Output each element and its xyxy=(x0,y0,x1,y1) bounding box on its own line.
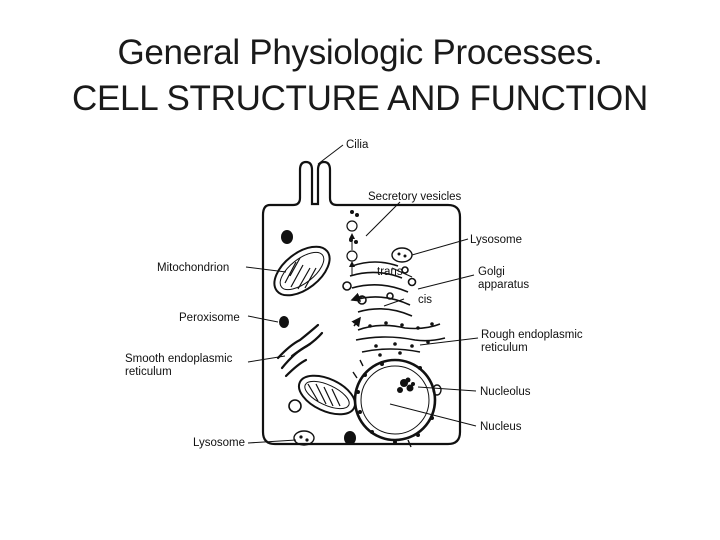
rough-er-organelle xyxy=(355,321,446,357)
golgi-organelle xyxy=(342,261,417,328)
cell-membrane xyxy=(261,160,462,446)
label-lysosome-top: Lysosome xyxy=(470,234,522,246)
lysosome-bottom-organelle xyxy=(293,430,315,446)
label-smooth-er-line2: reticulum xyxy=(125,366,172,378)
label-smooth-er-line1: Smooth endoplasmic xyxy=(125,353,233,365)
label-trans: trans xyxy=(377,266,403,278)
label-lysosome-bottom: Lysosome xyxy=(193,437,245,449)
title-line-2: CELL STRUCTURE AND FUNCTION xyxy=(72,79,648,118)
label-peroxisome: Peroxisome xyxy=(179,312,240,324)
label-secretory-vesicles: Secretory vesicles xyxy=(368,191,462,203)
label-rough-er-line1: Rough endoplasmic xyxy=(481,329,583,341)
pointer-lines xyxy=(245,144,479,444)
granule xyxy=(281,230,293,244)
label-rough-er-line2: reticulum xyxy=(481,342,528,354)
slide-title: General Physiologic Processes. CELL STRU… xyxy=(0,30,720,122)
nucleolus-organelle xyxy=(397,377,415,393)
nucleus-organelle xyxy=(352,358,437,448)
label-nucleolus: Nucleolus xyxy=(480,386,531,398)
label-cis: cis xyxy=(418,294,432,306)
lysosome-top-organelle xyxy=(391,247,413,263)
granule xyxy=(344,431,356,445)
secretory-vesicles-organelle xyxy=(346,210,359,276)
smooth-er-organelle xyxy=(276,323,324,378)
label-nucleus: Nucleus xyxy=(480,421,522,433)
mitochondrion-upper xyxy=(273,245,331,297)
peroxisome xyxy=(279,316,289,328)
mitochondrion-lower xyxy=(297,374,357,416)
vacuole xyxy=(288,399,302,413)
label-mitochondrion: Mitochondrion xyxy=(157,262,229,274)
label-golgi-line2: apparatus xyxy=(478,279,529,291)
label-cilia: Cilia xyxy=(346,139,369,151)
title-line-1: General Physiologic Processes. xyxy=(117,33,603,72)
label-golgi-line1: Golgi xyxy=(478,266,505,278)
